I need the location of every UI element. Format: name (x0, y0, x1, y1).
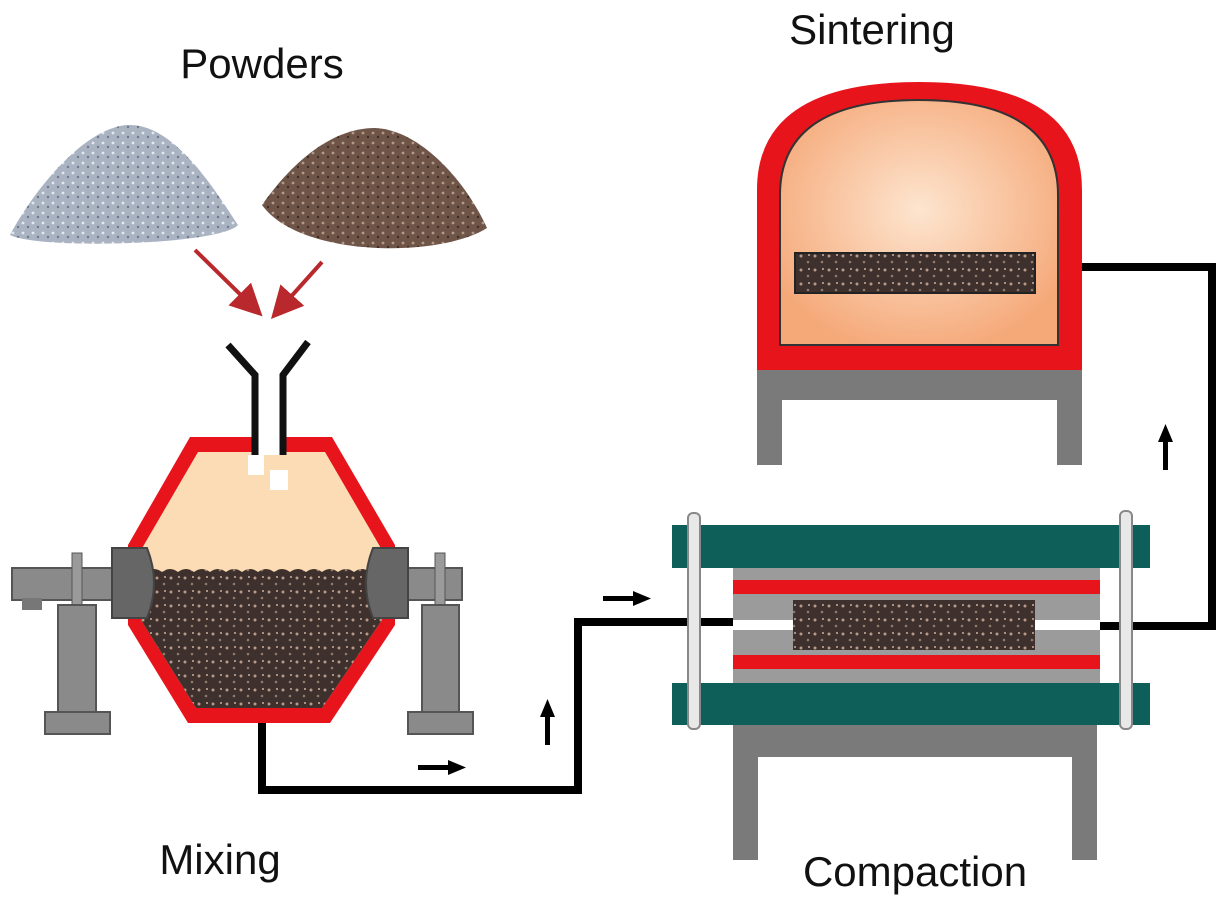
arrow-up-icon (540, 699, 555, 745)
upper-heating-strip (733, 580, 1100, 594)
flow-line-mixer-to-press (258, 618, 735, 794)
mixer (11, 339, 474, 735)
funnel-right (279, 339, 311, 455)
left-bearing-block (111, 547, 155, 619)
sintering-sample (794, 252, 1036, 294)
left-stand-rod (71, 552, 83, 609)
compaction-label: Compaction (803, 848, 1027, 895)
left-stand-column (57, 604, 97, 713)
mixing-label: Mixing (159, 836, 280, 883)
lower-press-plate (672, 683, 1150, 725)
right-guide-rod (1119, 510, 1133, 730)
furnace-chamber (779, 98, 1059, 346)
compaction-press (672, 510, 1150, 860)
flow-arrows (418, 424, 1173, 775)
shaft-end-cap (22, 598, 42, 610)
right-stand-rod (434, 552, 446, 609)
sintering-furnace (757, 82, 1082, 465)
mixed-powder (141, 569, 382, 708)
right-bearing-block (365, 547, 409, 619)
red-arrow-left (193, 248, 263, 317)
arrow-right-icon (603, 591, 651, 606)
lower-heating-strip (733, 655, 1100, 669)
left-stand-base (44, 711, 111, 735)
arrow-right-icon (418, 760, 466, 775)
arrow-up-icon (1158, 424, 1173, 470)
upper-press-plate (672, 525, 1150, 568)
gray-powder-pile (10, 125, 238, 244)
powder-stream (270, 470, 288, 490)
funnel-left (225, 342, 259, 455)
powders-label: Powders (180, 40, 343, 87)
right-stand-column (421, 604, 460, 713)
left-guide-rod (687, 512, 701, 730)
sintering-label: Sintering (789, 6, 955, 53)
press-stand (733, 725, 1097, 860)
red-arrow-right (270, 260, 324, 319)
powder-stream (248, 455, 264, 475)
brown-powder-pile (262, 128, 487, 249)
flow-line-press-to-furnace (1080, 263, 1216, 630)
compacted-sample (793, 600, 1035, 650)
furnace-stand (757, 370, 1082, 465)
right-stand-base (407, 711, 474, 735)
